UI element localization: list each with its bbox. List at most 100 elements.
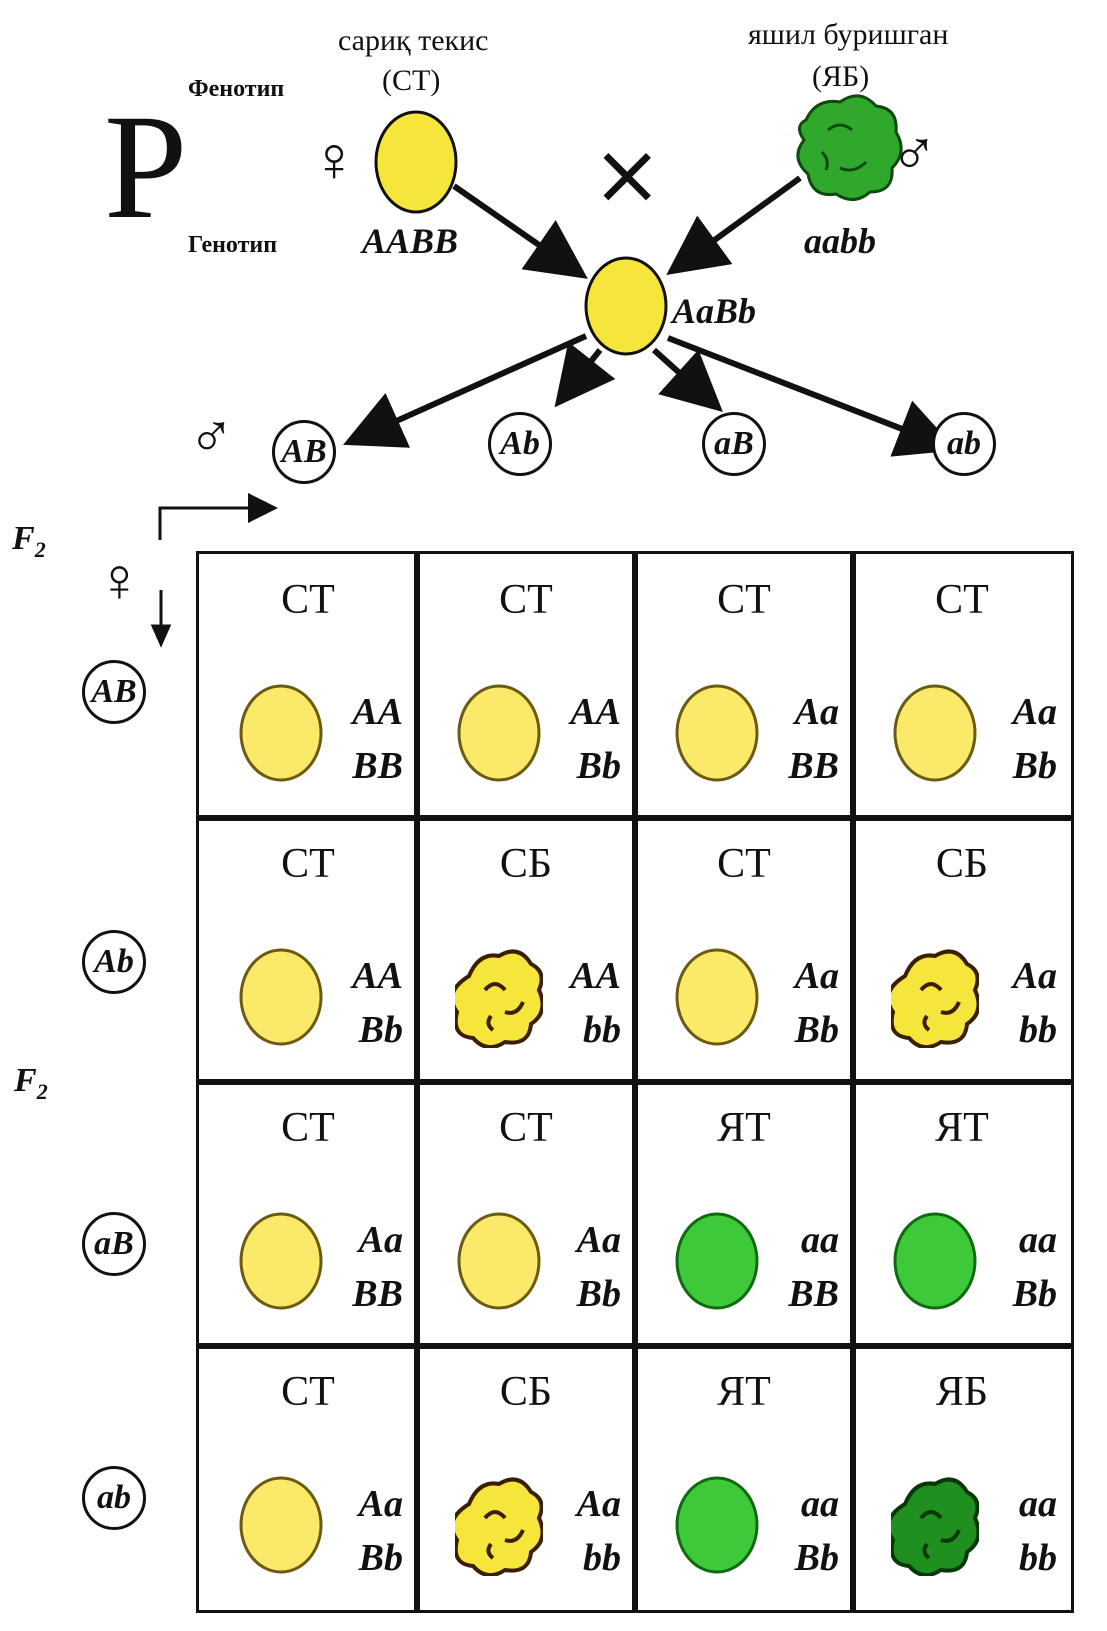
male-parent-abbr: (ЯБ) [812, 60, 870, 93]
punnett-cell: СБ Aa bb [414, 1343, 638, 1613]
arrow-female-to-f1 [452, 183, 588, 279]
cell-phenotype: ЯБ [935, 1369, 989, 1415]
cross-diagram [158, 94, 958, 540]
pea-shape [675, 948, 759, 1046]
smooth-pea-icon [457, 1212, 541, 1310]
male-gamete-3: aB [702, 412, 766, 476]
female-gamete-4: ab [82, 1466, 146, 1530]
cell-phenotype: СТ [935, 577, 989, 623]
f1-genotype: AaBb [672, 291, 757, 331]
pea-shape [457, 1212, 541, 1310]
generation-letter: Р [104, 84, 188, 250]
female-parent-genotype: AABB [362, 221, 459, 261]
cell-phenotype: СТ [717, 577, 771, 623]
cell-genotype-b: BB [788, 745, 839, 787]
female-gametes-symbol-icon: ♀ [96, 547, 143, 615]
punnett-cell: СБ Aa bb [850, 815, 1074, 1085]
pea-wrinkles [483, 1510, 525, 1560]
pea-shape [891, 1477, 979, 1576]
cell-phenotype: СБ [499, 1369, 553, 1415]
female-gamete-2: Ab [82, 930, 146, 994]
arrow-f1-to-gamete-1 [343, 333, 588, 448]
f2-letter-2: F [14, 1062, 37, 1099]
arrow-male-to-f1 [666, 175, 802, 276]
wrinkled-pea-icon [455, 949, 543, 1048]
phenotype-label: Фенотип [188, 76, 285, 102]
f2-label-top: F2 [12, 520, 46, 563]
cell-phenotype: СТ [717, 841, 771, 887]
pea-shape [239, 1476, 323, 1574]
male-parent-phenotype: яшил буришган [748, 18, 949, 51]
pea-shape [893, 1212, 977, 1310]
male-parent-pea-icon [796, 94, 903, 201]
cell-phenotype: СТ [281, 1369, 335, 1415]
smooth-pea-icon [239, 1476, 323, 1574]
male-gamete-2: Ab [488, 412, 552, 476]
cell-genotype-a: AA [352, 955, 403, 997]
cell-genotype-b: Bb [358, 1537, 403, 1579]
arrow-to-male-gametes [158, 493, 278, 540]
cell-phenotype: СБ [935, 841, 989, 887]
cell-genotype-a: aa [1019, 1219, 1057, 1261]
f2-sub: 2 [34, 536, 46, 562]
pea-wrinkles [919, 982, 961, 1032]
female-gamete-3: aB [82, 1212, 146, 1276]
cell-genotype-a: Aa [1012, 955, 1057, 997]
cell-phenotype: СТ [499, 1105, 553, 1151]
smooth-pea-icon [675, 1212, 759, 1310]
cell-phenotype: ЯТ [935, 1105, 989, 1151]
female-parent-abbr: (СТ) [382, 64, 441, 97]
male-gamete-4: ab [932, 412, 996, 476]
f2-label-left: F2 [14, 1062, 48, 1105]
pea-shape [675, 1212, 759, 1310]
pea-shape [455, 949, 543, 1048]
cell-genotype-b: BB [352, 1273, 403, 1315]
smooth-pea-icon [675, 1476, 759, 1574]
genotype-label: Генотип [188, 232, 278, 258]
cell-genotype-a: Aa [576, 1219, 621, 1261]
cell-genotype-b: Bb [794, 1537, 839, 1579]
wrinkled-pea-icon [455, 1477, 543, 1576]
arrow-f1-to-gamete-3 [651, 347, 723, 413]
cell-phenotype: ЯТ [717, 1105, 771, 1151]
smooth-pea-icon [675, 684, 759, 782]
cell-genotype-b: Bb [576, 1273, 621, 1315]
male-gametes-symbol-icon: ♂ [188, 403, 235, 471]
cell-genotype-a: Aa [576, 1483, 621, 1525]
cell-phenotype: СТ [281, 1105, 335, 1151]
cell-phenotype: ЯТ [717, 1369, 771, 1415]
cell-genotype-a: aa [1019, 1483, 1057, 1525]
cell-genotype-a: aa [801, 1219, 839, 1261]
cell-genotype-b: bb [1019, 1537, 1057, 1579]
smooth-pea-icon [675, 948, 759, 1046]
cell-genotype-a: Aa [1012, 691, 1057, 733]
cell-genotype-a: Aa [794, 955, 839, 997]
cell-genotype-b: BB [352, 745, 403, 787]
cell-genotype-b: Bb [794, 1009, 839, 1051]
pea-shape [239, 684, 323, 782]
female-gamete-1: AB [82, 660, 146, 724]
pea-wrinkles [919, 1510, 961, 1560]
cell-genotype-a: AA [570, 955, 621, 997]
male-parent-genotype: aabb [804, 221, 876, 261]
cell-genotype-b: bb [1019, 1009, 1057, 1051]
arrow-down-female [150, 590, 172, 648]
male-gamete-1: AB [272, 420, 336, 484]
cell-genotype-b: bb [583, 1537, 621, 1579]
f2-sub-2: 2 [36, 1078, 48, 1104]
pea-shape [675, 684, 759, 782]
cell-genotype-a: Aa [794, 691, 839, 733]
female-parent-phenotype: сариқ текис [338, 24, 489, 57]
cell-genotype-b: bb [583, 1009, 621, 1051]
pea-shape [239, 948, 323, 1046]
